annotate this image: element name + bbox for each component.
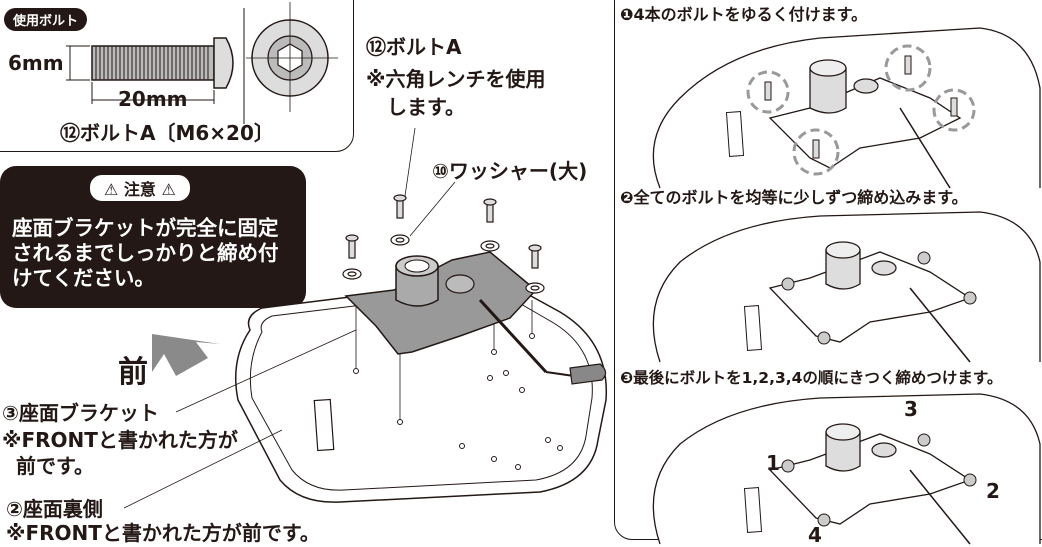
bolt-side-view bbox=[66, 8, 245, 124]
order-label-2: 2 bbox=[986, 479, 1000, 503]
caution-title: 注意 bbox=[123, 180, 156, 199]
bolt-a-note-2: します。 bbox=[387, 95, 465, 119]
caution-line-2: されるまでしっかりと締め付 bbox=[12, 241, 279, 265]
order-label-3: 3 bbox=[904, 397, 918, 421]
seat-back-label: ②座面裏側 bbox=[6, 497, 103, 521]
step-2-illustration bbox=[652, 211, 1041, 363]
bracket-note-2: 前です。 bbox=[16, 454, 94, 478]
order-label-4: 4 bbox=[808, 523, 822, 547]
caution-line-1: 座面ブラケットが完全に固定 bbox=[12, 216, 279, 240]
step-2-text: ❷全てのボルトを均等に少しずつ締め込みます。 bbox=[620, 188, 968, 207]
bolt-badge: 使用ボルト bbox=[4, 8, 88, 31]
bolt-caption: ⑫ボルトA〔M6×20〕 bbox=[60, 121, 274, 145]
bracket-label: ③座面ブラケット bbox=[2, 401, 159, 425]
warning-icon: ⚠ bbox=[104, 180, 119, 199]
step-3-illustration bbox=[652, 393, 1041, 545]
order-label-1: 1 bbox=[766, 451, 780, 475]
caution-line-3: けてください。 bbox=[12, 266, 155, 290]
bolt-head-top-view bbox=[246, 2, 338, 112]
step-1-illustration bbox=[652, 27, 1041, 189]
step-1-text: ❶4本のボルトをゆるく付けます。 bbox=[620, 5, 868, 24]
warning-icon: ⚠ bbox=[161, 180, 176, 199]
thread-dimension: 6mm bbox=[8, 51, 64, 75]
bracket-note-1: ※FRONTと書かれた方が bbox=[2, 428, 238, 452]
front-arrow-icon bbox=[152, 334, 220, 376]
seat-bracket bbox=[344, 251, 538, 355]
bolt-a-note-1: ※六角レンチを使用 bbox=[366, 67, 546, 91]
seat-back-note: ※FRONTと書かれた方が前です。 bbox=[6, 521, 320, 545]
step-3-text: ❸最後にボルトを1,2,3,4の順にきつく締めつけます。 bbox=[620, 369, 1003, 387]
washer-label: ⑩ワッシャー(大) bbox=[432, 159, 588, 183]
front-direction-label: 前 bbox=[118, 355, 148, 390]
assembly-illustration bbox=[123, 127, 608, 509]
length-dimension: 20mm bbox=[118, 87, 188, 111]
bolt-a-label: ⑫ボルトA bbox=[366, 35, 462, 59]
caution-badge: ⚠ 注意 ⚠ bbox=[90, 175, 190, 201]
